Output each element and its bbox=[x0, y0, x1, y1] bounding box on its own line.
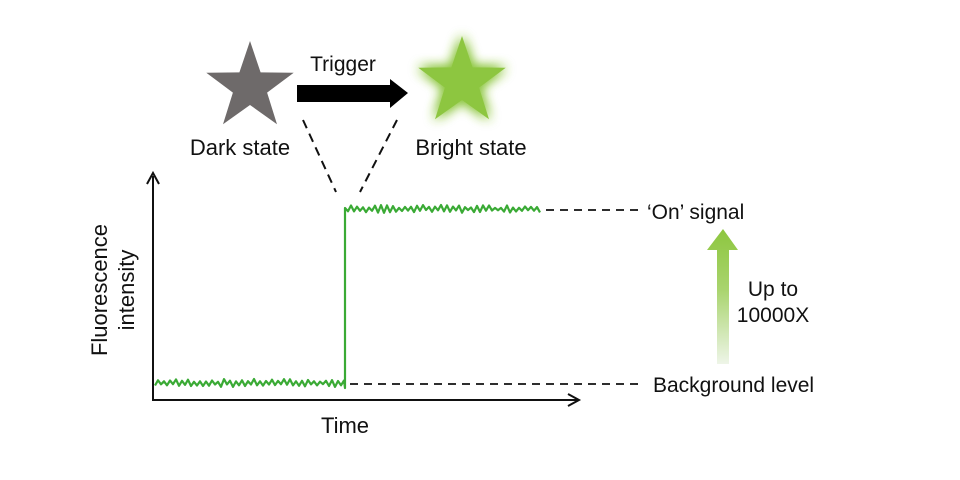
bright-star-icon bbox=[418, 36, 506, 120]
y-axis-label-line1: Fluorescence bbox=[87, 224, 112, 356]
x-axis-arrowhead bbox=[567, 393, 582, 407]
dark-state-label: Dark state bbox=[190, 135, 290, 160]
increase-label-line2: 10000X bbox=[737, 304, 809, 327]
y-axis-arrowhead bbox=[146, 170, 160, 185]
bright-state-label: Bright state bbox=[415, 135, 526, 160]
dark-star-icon bbox=[206, 41, 294, 125]
trigger-label: Trigger bbox=[310, 53, 376, 76]
trigger-arrow bbox=[297, 79, 408, 108]
on-signal-label: ‘On’ signal bbox=[647, 201, 744, 224]
zoom-dashed-line-left bbox=[302, 119, 337, 193]
background-level-label: Background level bbox=[653, 374, 814, 397]
fluorescence-signal-trace bbox=[154, 203, 541, 390]
zoom-dashed-line-right bbox=[359, 119, 398, 193]
increase-arrow-icon bbox=[707, 229, 738, 364]
x-axis-label: Time bbox=[321, 413, 369, 438]
y-axis-label-line2: intensity bbox=[114, 250, 139, 331]
increase-label-line1: Up to bbox=[748, 278, 798, 301]
